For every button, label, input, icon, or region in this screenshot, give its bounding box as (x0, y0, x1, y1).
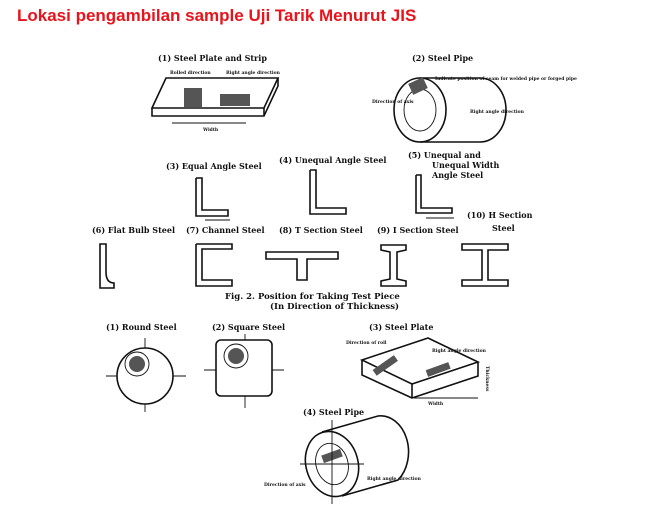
fig2-caption-line1: Fig. 2. Position for Taking Test Piece (225, 292, 400, 302)
label-unequal-width-3: Angle Steel (431, 170, 483, 180)
label-unequal-width-1: (5) Unequal and (408, 150, 481, 160)
label-steel-plate-strip: (1) Steel Plate and Strip (158, 53, 267, 63)
label-t-section: (8) T Section Steel (279, 225, 363, 235)
label-indicate-position: Indicate position of seam for welded pip… (435, 76, 577, 82)
label-channel: (7) Channel Steel (186, 225, 265, 235)
label-plate-width: Width (427, 401, 444, 407)
fig2-caption-line2: (In Direction of Thickness) (270, 301, 399, 312)
label-round-steel: (1) Round Steel (106, 322, 177, 332)
label-width: Width (202, 127, 219, 133)
label-equal-angle: (3) Equal Angle Steel (166, 161, 262, 171)
label-unequal-width-2: Unequal Width (432, 160, 499, 170)
label-steel-pipe: (2) Steel Pipe (412, 53, 473, 63)
label-pipe-right-angle: Right angle direction (470, 109, 525, 115)
label-h-section-2: Steel (492, 223, 515, 233)
steel-plate-3d-diagram: (3) Steel Plate Direction of roll Right … (346, 322, 490, 407)
label-pipe3-direction-axis: Direction of axis (264, 482, 306, 488)
angle-steels-diagram: (3) Equal Angle Steel (4) Unequal Angle … (166, 150, 499, 221)
sections-diagram: (6) Flat Bulb Steel (7) Channel Steel (8… (92, 210, 533, 289)
label-steel-plate: (3) Steel Plate (369, 322, 433, 332)
label-h-section-1: (10) H Section (467, 210, 533, 220)
steel-plate-strip-diagram: (1) Steel Plate and Strip Rolled directi… (150, 53, 281, 133)
label-pipe3-right-angle: Right angle direction (367, 476, 422, 482)
round-steel-diagram: (1) Round Steel (106, 322, 186, 412)
label-plate-right-angle: Right angle direction (432, 348, 487, 354)
square-steel-diagram: (2) Square Steel (204, 322, 285, 408)
label-unequal-angle: (4) Unequal Angle Steel (279, 155, 386, 165)
label-direction-of-axis: Direction of axis (372, 99, 414, 105)
label-steel-pipe-3d: (4) Steel Pipe (303, 407, 364, 417)
label-direction-of-roll: Direction of roll (346, 340, 387, 346)
steel-pipe-diagram: (2) Steel Pipe Indicate position of seam… (372, 53, 577, 143)
slide-title: Lokasi pengambilan sample Uji Tarik Menu… (17, 6, 417, 25)
label-rolled-direction: Rolled direction (170, 70, 211, 76)
label-thickness: Thickness (484, 366, 490, 392)
fig2-caption: Fig. 2. Position for Taking Test Piece (… (225, 292, 400, 312)
steel-pipe-3d-diagram: (4) Steel Pipe Right angle direction Dir… (264, 407, 422, 504)
label-flat-bulb: (6) Flat Bulb Steel (92, 225, 175, 235)
label-i-section: (9) I Section Steel (377, 225, 459, 235)
label-square-steel: (2) Square Steel (212, 322, 285, 332)
label-right-angle-direction: Right angle direction (226, 70, 281, 76)
